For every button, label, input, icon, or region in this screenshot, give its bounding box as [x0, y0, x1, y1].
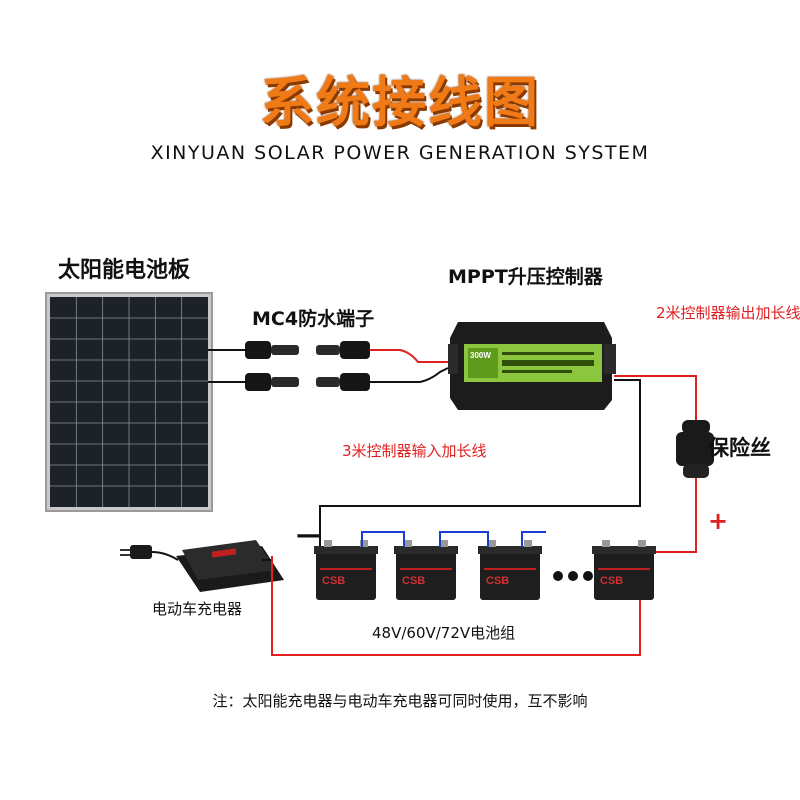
solar-panel	[45, 292, 213, 512]
footnote: 注：太阳能充电器与电动车充电器可同时使用，互不影响	[212, 692, 588, 710]
battery: CSB	[394, 540, 458, 600]
ev-charger-label: 电动车充电器	[152, 600, 243, 618]
mc4-connectors	[245, 341, 370, 391]
panel-wires	[208, 349, 245, 383]
fuse-label: 保险丝	[708, 436, 771, 460]
output-wires	[319, 375, 697, 553]
input-extension-label: 3米控制器输入加长线	[342, 442, 487, 460]
fuse	[676, 420, 714, 478]
battery-brand: CSB	[322, 575, 345, 587]
battery: CSB	[478, 540, 542, 600]
negative-terminal-label: —	[296, 520, 322, 550]
solar-panel-label: 太阳能电池板	[58, 258, 191, 283]
mppt-label: MPPT升压控制器	[448, 266, 603, 288]
battery-brand: CSB	[402, 575, 425, 587]
page-subtitle: XINYUAN SOLAR POWER GENERATION SYSTEM	[150, 142, 650, 164]
output-extension-label: 2米控制器输出加长线	[656, 304, 800, 322]
mppt-controller: 300W	[448, 322, 616, 410]
battery-interconnects	[361, 531, 593, 581]
battery: CSB	[314, 540, 378, 600]
controller-badge: 300W	[470, 351, 491, 360]
charger-wire	[271, 556, 641, 656]
input-wires	[370, 349, 449, 383]
battery-pack: CSB CSB CSB CSB	[314, 540, 656, 600]
battery: CSB	[592, 540, 656, 600]
battery-brand: CSB	[486, 575, 509, 587]
ev-charger	[120, 540, 284, 592]
positive-terminal-label: +	[708, 507, 729, 535]
battery-brand: CSB	[600, 575, 623, 587]
page-title: 系统接线图	[260, 71, 540, 134]
battery-pack-label: 48V/60V/72V电池组	[372, 624, 516, 642]
mc4-label: MC4防水端子	[252, 308, 375, 330]
